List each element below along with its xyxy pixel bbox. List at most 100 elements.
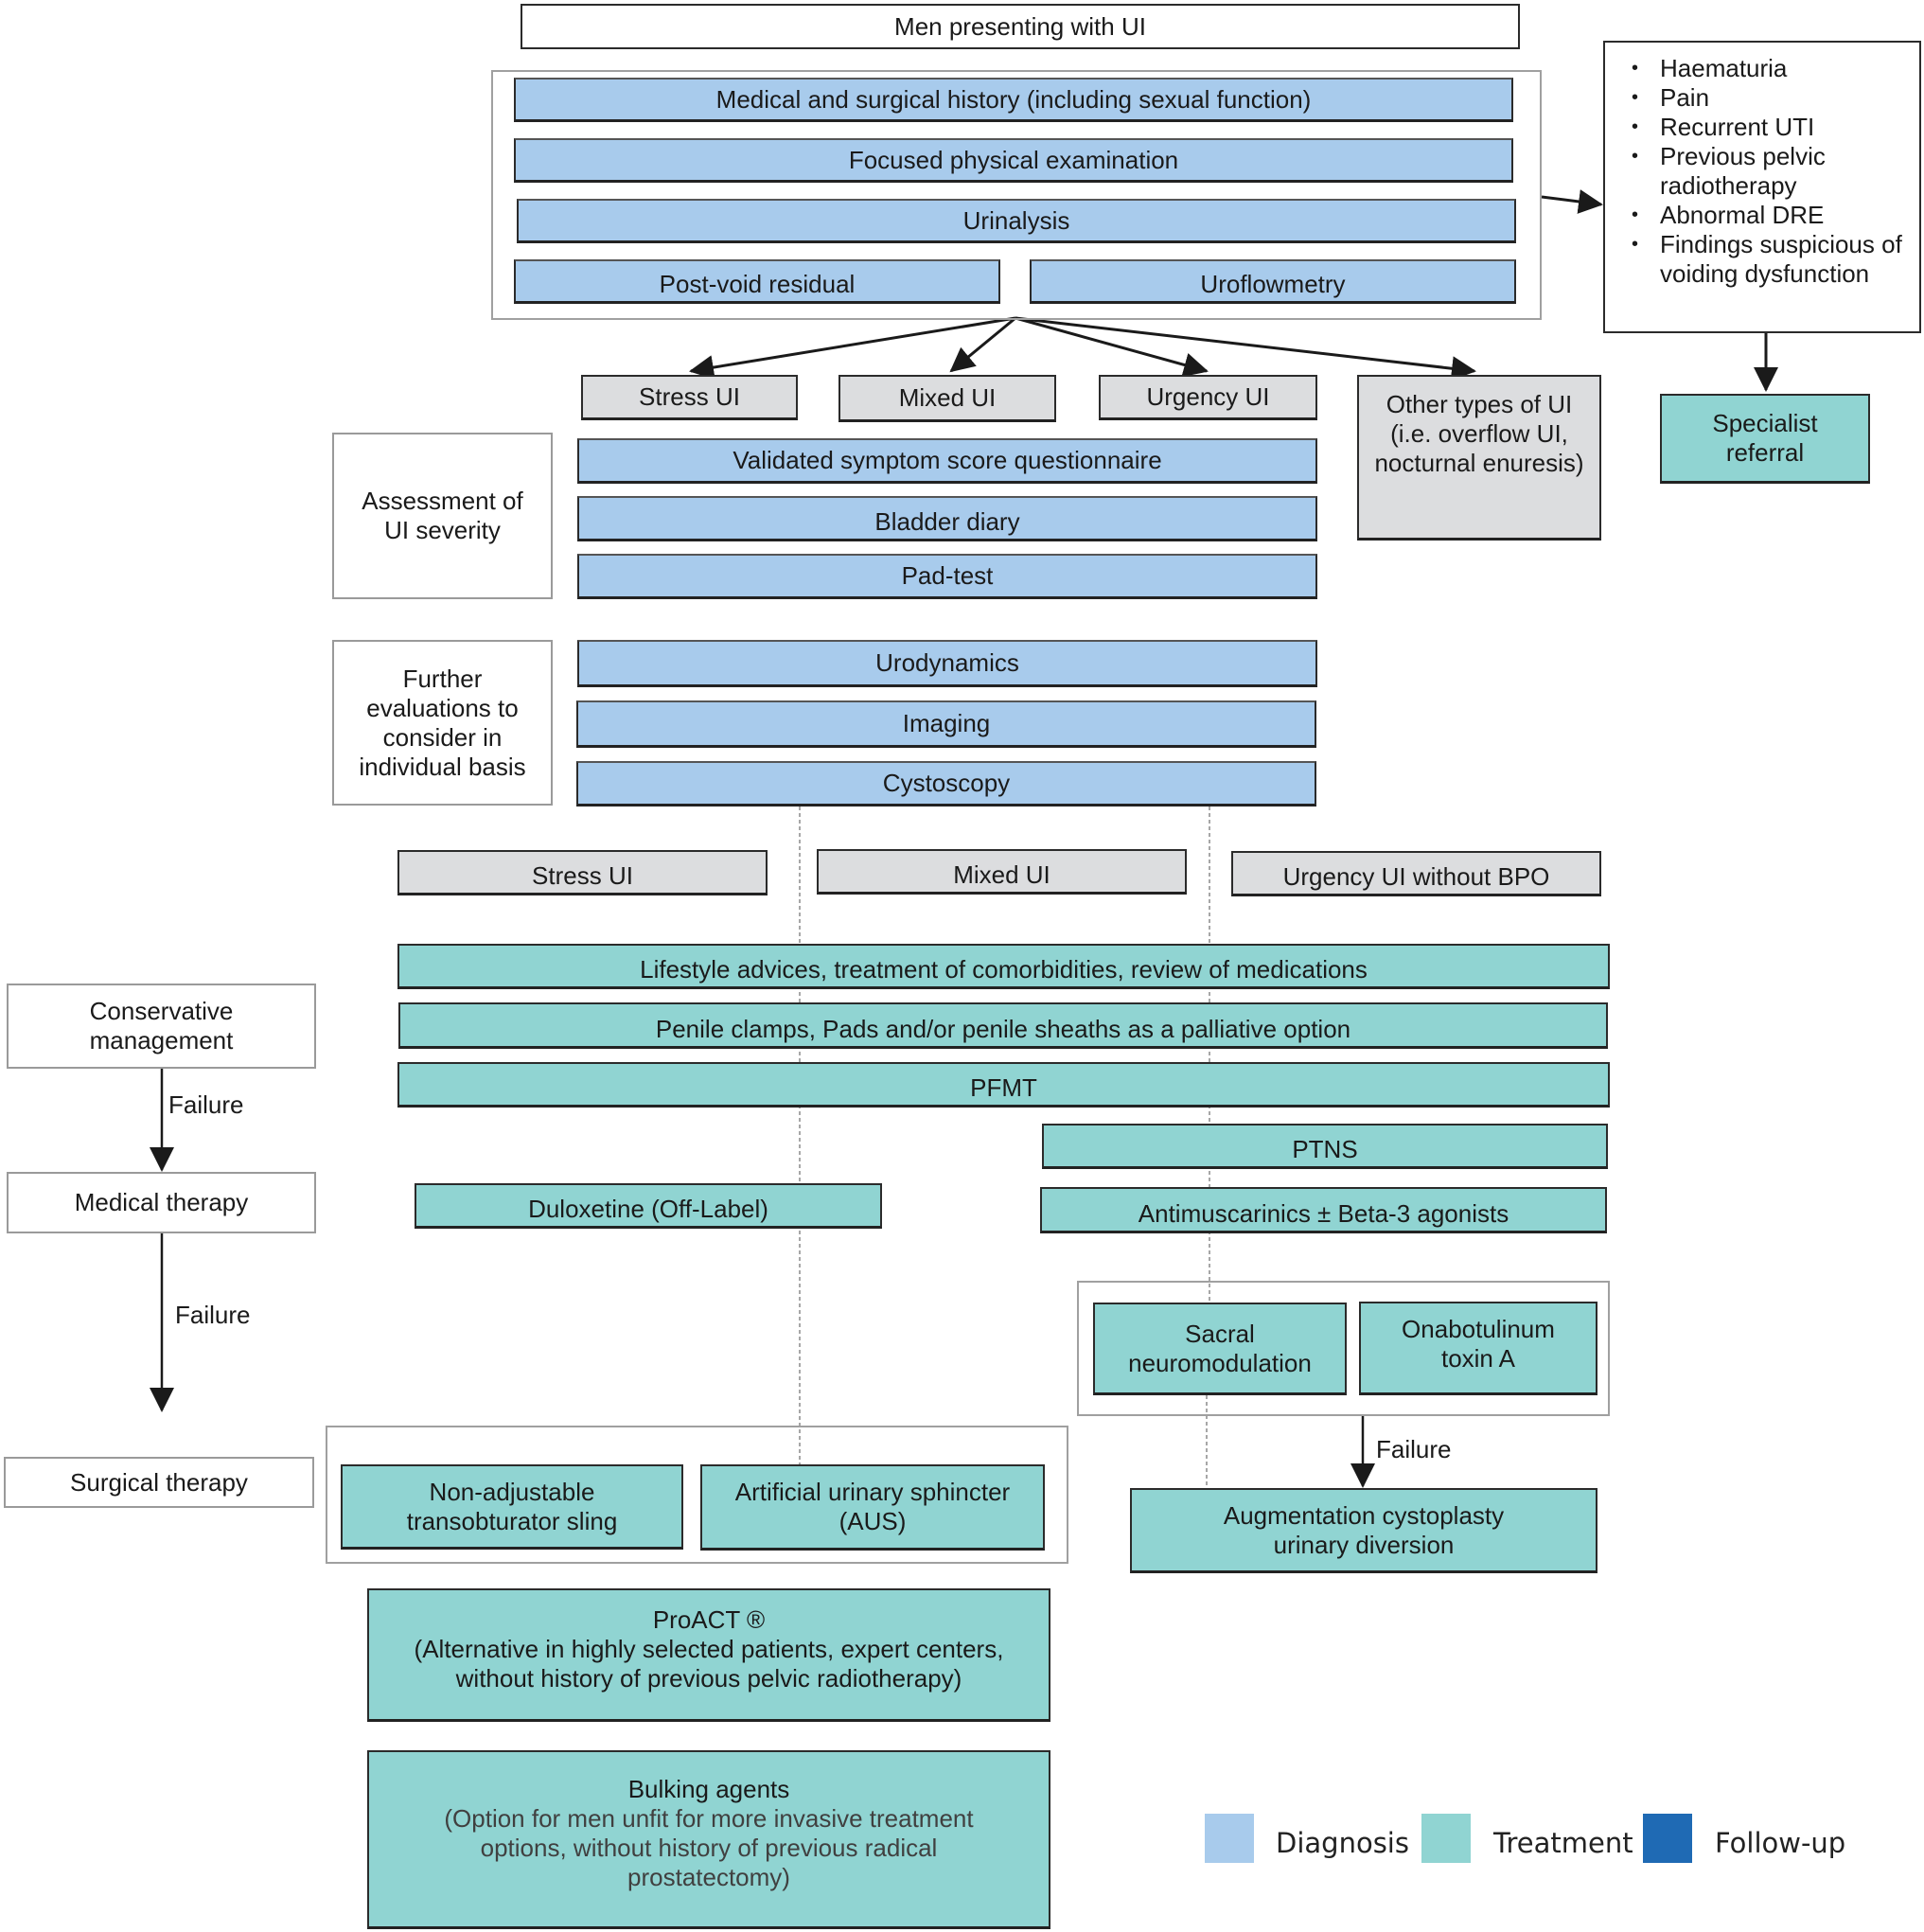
- duloxetine-box: Duloxetine (Off-Label): [415, 1183, 882, 1229]
- penile-clamps-box: Penile clamps, Pads and/or penile sheath…: [398, 1002, 1608, 1049]
- lifestyle-box: Lifestyle advices, treatment of comorbid…: [397, 944, 1610, 989]
- post-void-residual-box: Post-void residual: [514, 259, 1000, 304]
- treatment-type-mixed-label: Mixed UI: [953, 860, 1050, 889]
- lifestyle-label: Lifestyle advices, treatment of comorbid…: [640, 955, 1368, 984]
- proact-box: ProACT ® (Alternative in highly selected…: [367, 1588, 1050, 1722]
- antimuscarinics-box: Antimuscarinics ± Beta-3 agonists: [1040, 1187, 1607, 1233]
- bulking-box: Bulking agents (Option for men unfit for…: [367, 1750, 1050, 1929]
- onabotulinum-box: Onabotulinum toxin A: [1359, 1302, 1597, 1395]
- legend-label-treatment: Treatment: [1493, 1827, 1633, 1859]
- specialist-referral-label: Specialist referral: [1712, 409, 1818, 467]
- sacral-neuromodulation-label: Sacral neuromodulation: [1128, 1319, 1312, 1377]
- arrow-to-mixed-ui: [949, 316, 1016, 373]
- onabotulinum-label: Onabotulinum toxin A: [1402, 1315, 1555, 1373]
- red-flag-item: Findings suspicious of voiding dysfuncti…: [1632, 230, 1910, 289]
- fanout-arrows: [689, 316, 1476, 381]
- failure-label-3: Failure: [1376, 1435, 1452, 1463]
- red-flag-item: Pain: [1632, 83, 1910, 113]
- specialist-referral-box: Specialist referral: [1660, 394, 1870, 484]
- aus-box: Artificial urinary sphincter (AUS): [700, 1464, 1045, 1551]
- further-evaluations-label-box: Further evaluations to consider in indiv…: [332, 640, 553, 806]
- stage-surgical-label: Surgical therapy: [70, 1467, 248, 1497]
- legend-label-follow-up: Follow-up: [1715, 1827, 1846, 1859]
- bladder-diary-label: Bladder diary: [874, 507, 1020, 536]
- treatment-type-mixed: Mixed UI: [817, 849, 1187, 895]
- initial-assessment-group: [491, 70, 1542, 320]
- proact-note: (Alternative in highly selected patients…: [414, 1635, 1004, 1693]
- stage-medical: Medical therapy: [7, 1172, 316, 1233]
- treatment-type-stress: Stress UI: [397, 850, 768, 895]
- urodynamics-box: Urodynamics: [577, 640, 1317, 687]
- history-label: Medical and surgical history (including …: [715, 84, 1312, 114]
- physical-exam-label: Focused physical examination: [848, 145, 1179, 174]
- arrow-to-red-flags: [1541, 189, 1603, 214]
- treatment-type-urgency-label: Urgency UI without BPO: [1282, 862, 1550, 891]
- start-label: Men presenting with UI: [894, 11, 1146, 41]
- arrow-to-urgency-ui: [1015, 316, 1209, 378]
- red-flag-item: Haematuria: [1632, 54, 1910, 83]
- severity-stage-label: Assessment of UI severity: [362, 487, 523, 544]
- further-evaluations-label: Further evaluations to consider in indiv…: [359, 664, 526, 781]
- red-flag-item: Abnormal DRE: [1632, 201, 1910, 230]
- penile-clamps-label: Penile clamps, Pads and/or penile sheath…: [655, 1015, 1351, 1043]
- antimuscarinics-label: Antimuscarinics ± Beta-3 agonists: [1138, 1199, 1509, 1228]
- ui-type-urgency-label: Urgency UI: [1146, 382, 1270, 411]
- ui-type-stress: Stress UI: [581, 375, 798, 420]
- surgical-group: [326, 1426, 1068, 1564]
- stage-conservative-label: Conservative management: [89, 997, 234, 1055]
- ui-type-stress-label: Stress UI: [639, 382, 740, 411]
- physical-exam-box: Focused physical examination: [514, 138, 1513, 183]
- bladder-diary-box: Bladder diary: [577, 496, 1317, 541]
- urinalysis-box: Urinalysis: [517, 199, 1516, 243]
- augmentation-label: Augmentation cystoplasty urinary diversi…: [1223, 1500, 1505, 1559]
- failure-label-1: Failure: [168, 1090, 244, 1119]
- severity-stage-label-box: Assessment of UI severity: [332, 433, 553, 599]
- urodynamics-label: Urodynamics: [875, 648, 1019, 677]
- treatment-type-stress-label: Stress UI: [532, 861, 633, 890]
- uroflowmetry-box: Uroflowmetry: [1030, 259, 1516, 304]
- aus-label: Artificial urinary sphincter (AUS): [734, 1478, 1011, 1535]
- legend-swatch-diagnosis: [1205, 1814, 1254, 1863]
- ui-type-other-label: Other types of UI (i.e. overflow UI, noc…: [1374, 390, 1584, 477]
- history-box: Medical and surgical history (including …: [514, 78, 1513, 122]
- stage-surgical: Surgical therapy: [4, 1457, 314, 1508]
- legend-swatch-treatment: [1421, 1814, 1471, 1863]
- pad-test-label: Pad-test: [901, 561, 994, 590]
- arrow-to-stress-ui: [689, 316, 1016, 380]
- ptns-label: PTNS: [1292, 1135, 1358, 1163]
- cystoscopy-box: Cystoscopy: [576, 761, 1316, 806]
- sling-box: Non-adjustable transobturator sling: [341, 1464, 683, 1550]
- ui-type-mixed: Mixed UI: [838, 375, 1056, 422]
- urinalysis-label: Urinalysis: [962, 205, 1070, 235]
- duloxetine-label: Duloxetine (Off-Label): [528, 1195, 768, 1223]
- proact-title: ProACT ®: [652, 1605, 766, 1634]
- questionnaire-label: Validated symptom score questionnaire: [733, 446, 1162, 474]
- imaging-label: Imaging: [902, 709, 991, 737]
- bulking-title: Bulking agents: [627, 1775, 790, 1803]
- ui-type-mixed-label: Mixed UI: [898, 383, 997, 412]
- pfmt-label: PFMT: [970, 1073, 1037, 1102]
- treatment-type-urgency: Urgency UI without BPO: [1231, 851, 1601, 896]
- uroflowmetry-label: Uroflowmetry: [1200, 270, 1346, 298]
- questionnaire-box: Validated symptom score questionnaire: [577, 438, 1317, 484]
- failure-label-2: Failure: [175, 1301, 251, 1329]
- imaging-box: Imaging: [576, 700, 1316, 748]
- legend-swatch-follow-up: [1643, 1814, 1692, 1863]
- arrow-to-other-ui: [1015, 316, 1476, 381]
- red-flags-box: Haematuria Pain Recurrent UTI Previous p…: [1603, 41, 1921, 333]
- sacral-neuromodulation-box: Sacral neuromodulation: [1093, 1303, 1347, 1395]
- ui-type-other: Other types of UI (i.e. overflow UI, noc…: [1357, 375, 1601, 541]
- red-flag-item: Recurrent UTI: [1632, 113, 1910, 142]
- augmentation-box: Augmentation cystoplasty urinary diversi…: [1130, 1488, 1597, 1573]
- pad-test-box: Pad-test: [577, 554, 1317, 599]
- red-flag-item: Previous pelvic radiotherapy: [1632, 142, 1910, 201]
- pfmt-box: PFMT: [397, 1062, 1610, 1108]
- stage-medical-label: Medical therapy: [74, 1188, 249, 1216]
- urgency-advanced-group: [1077, 1281, 1610, 1416]
- post-void-residual-label: Post-void residual: [659, 270, 856, 298]
- ptns-box: PTNS: [1042, 1124, 1608, 1169]
- cystoscopy-label: Cystoscopy: [882, 769, 1011, 797]
- ui-type-urgency: Urgency UI: [1099, 375, 1317, 420]
- bulking-note: (Option for men unfit for more invasive …: [444, 1804, 974, 1891]
- stage-conservative: Conservative management: [7, 984, 316, 1069]
